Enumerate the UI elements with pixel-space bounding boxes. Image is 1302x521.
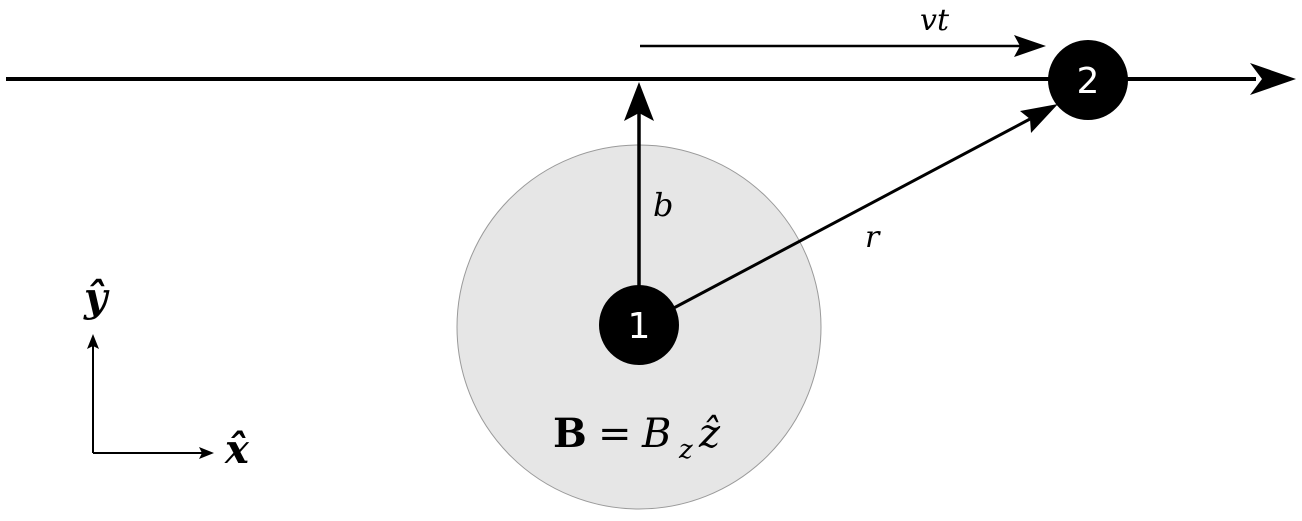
particle-2-label: 2 bbox=[1077, 61, 1100, 102]
trajectory-arrowhead bbox=[1250, 63, 1296, 95]
coordinate-axes bbox=[87, 334, 214, 459]
displacement-arrow bbox=[640, 35, 1046, 57]
y-axis-arrowhead bbox=[87, 334, 99, 349]
trajectory-line bbox=[6, 63, 1296, 95]
field-equation-rhs-symbol: B bbox=[641, 411, 671, 457]
separation-arrow bbox=[669, 104, 1058, 312]
particle-2: 2 bbox=[1048, 40, 1128, 120]
field-equation-lhs: B bbox=[553, 410, 587, 457]
x-axis-label: x̂ bbox=[224, 426, 250, 473]
particle-1: 1 bbox=[599, 285, 679, 365]
y-axis-label: ŷ bbox=[83, 274, 110, 321]
impact-parameter-label: b bbox=[653, 186, 673, 224]
field-equation-rhs-unit: ẑ bbox=[698, 411, 721, 457]
impact-parameter-arrow bbox=[624, 82, 654, 300]
displacement-label: vt bbox=[920, 3, 950, 38]
field-equation-rhs-subscript: z bbox=[678, 435, 693, 465]
x-axis-arrowhead bbox=[199, 447, 214, 459]
field-equation: B = B z ẑ bbox=[553, 410, 721, 465]
separation-label: r bbox=[865, 220, 881, 255]
particle-1-label: 1 bbox=[628, 306, 651, 347]
field-equation-equals: = bbox=[598, 411, 632, 457]
